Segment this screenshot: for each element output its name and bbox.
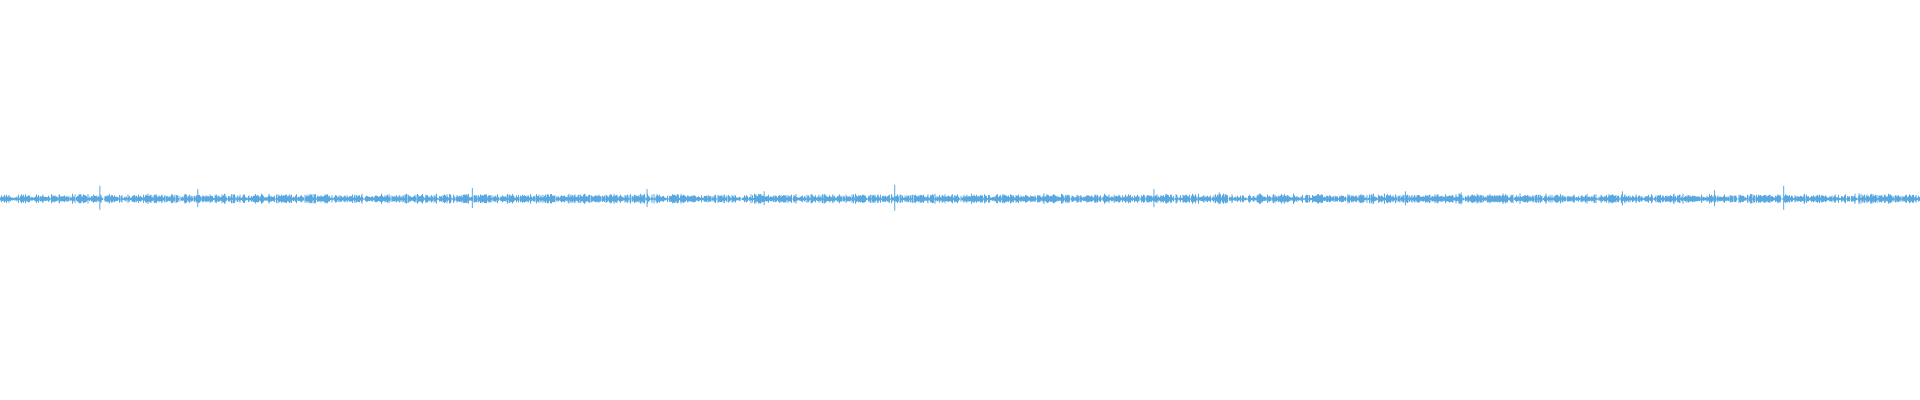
waveform-spikes	[99, 184, 1785, 211]
waveform-trace	[0, 193, 1920, 205]
